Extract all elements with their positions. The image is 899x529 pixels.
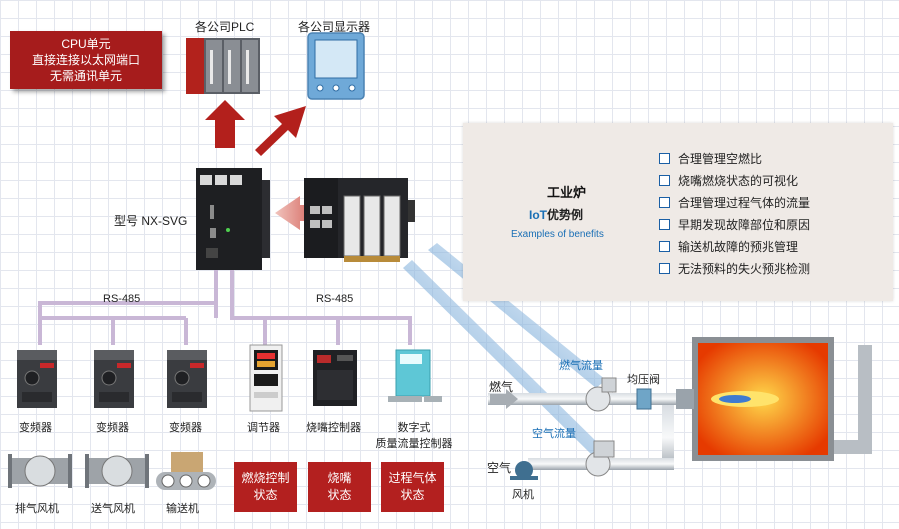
upload-arrows-icon: [205, 100, 306, 156]
iot-prefix: IoT: [529, 208, 547, 222]
device-label-line: 质量流量控制器: [375, 438, 453, 450]
blower-fan-icon: [510, 461, 538, 480]
callout-subtitle: Examples of benefits: [511, 229, 604, 240]
callout-title: 工业炉: [547, 185, 587, 200]
benefit-text: 烧嘴燃烧状态的可视化: [678, 174, 799, 188]
benefit-text: 早期发现故障部位和原因: [678, 218, 811, 232]
status-box: 过程气体状态: [381, 462, 444, 512]
conveyor-icon: [156, 452, 216, 490]
checkbox-icon: [659, 197, 670, 208]
benefit-item: 合理管理空燃比: [659, 150, 762, 167]
model-label: 型号 NX-SVG: [114, 214, 188, 228]
pressure-valve-icon: [636, 388, 652, 410]
inverter-icon: [17, 350, 57, 408]
benefits-callout: 工业炉 IoT优势例 Examples of benefits 合理管理空燃比 …: [463, 123, 893, 301]
bottom-device-label: 输送机: [166, 503, 199, 515]
air-label: 空气: [487, 461, 512, 475]
device-label: 变频器: [169, 422, 202, 434]
device-label: 数字式 质量流量控制器: [371, 419, 457, 451]
bottom-device-label: 排气风机: [15, 503, 59, 515]
plc-label: 各公司PLC: [195, 20, 255, 34]
status-line: 状态: [327, 488, 352, 502]
inverter-icon: [94, 350, 134, 408]
benefit-item: 输送机故障的预兆管理: [659, 238, 798, 255]
fuel-flow-label: 燃气流量: [559, 360, 603, 372]
status-line: 过程气体: [388, 471, 437, 485]
bottom-device-label: 送气风机: [91, 503, 135, 515]
cpu-note-box: CPU单元 直接连接以太网端口 无需通讯单元: [10, 31, 162, 89]
fan-label: 风机: [512, 489, 534, 501]
plc-rack-icon: [186, 38, 260, 94]
gateway-unit-icon: [196, 168, 270, 270]
air-flow-beam: [403, 260, 604, 457]
device-label: 变频器: [19, 422, 52, 434]
cpu-note-line: 直接连接以太网端口: [31, 53, 140, 67]
furnace-icon: [692, 337, 872, 461]
status-box: 烧嘴状态: [308, 462, 371, 512]
air-flow-label: 空气流量: [532, 428, 576, 440]
checkbox-icon: [659, 153, 670, 164]
rs485-right-label: RS-485: [316, 293, 354, 305]
burner-controller-icon: [313, 350, 357, 406]
checkbox-icon: [659, 219, 670, 230]
fuel-flow-sensor-icon: [585, 377, 617, 412]
status-line: 烧嘴: [327, 471, 352, 485]
status-box: 燃烧控制状态: [234, 462, 297, 512]
inverter-icon: [167, 350, 207, 408]
device-label-line: 数字式: [397, 422, 431, 434]
status-line: 燃烧控制: [241, 471, 290, 485]
cpu-note-line: 无需通讯单元: [49, 69, 122, 83]
supply-fan-icon: [85, 454, 149, 488]
checkbox-icon: [659, 241, 670, 252]
benefit-item: 烧嘴燃烧状态的可视化: [659, 172, 798, 189]
mass-flow-controller-icon: [388, 349, 442, 402]
status-line: 状态: [400, 488, 425, 502]
device-label: 烧嘴控制器: [306, 422, 361, 434]
checkbox-icon: [659, 263, 670, 274]
callout-iot-heading: IoT优势例: [529, 206, 583, 223]
iot-suffix: 优势例: [547, 208, 584, 222]
cpu-note-line: CPU单元: [61, 37, 111, 51]
benefit-text: 无法预料的失火预兆检测: [678, 262, 811, 276]
device-label: 变频器: [96, 422, 129, 434]
display-panel-icon: [307, 32, 365, 100]
status-line: 状态: [253, 488, 278, 502]
checkbox-icon: [659, 175, 670, 186]
exhaust-fan-icon: [8, 454, 72, 488]
temperature-controller-icon: [249, 344, 283, 412]
benefit-item: 无法预料的失火预兆检测: [659, 260, 810, 277]
display-label: 各公司显示器: [298, 20, 371, 34]
benefit-item: 合理管理过程气体的流量: [659, 194, 810, 211]
rs485-left-label: RS-485: [103, 293, 141, 305]
fuel-label: 燃气: [489, 380, 514, 394]
device-label: 调节器: [247, 422, 280, 434]
benefit-item: 早期发现故障部位和原因: [659, 216, 810, 233]
rs485-bus: [38, 270, 412, 345]
benefit-text: 合理管理空燃比: [678, 152, 763, 166]
benefit-text: 输送机故障的预兆管理: [678, 240, 799, 254]
valve-label: 均压阀: [627, 374, 660, 386]
nx-rack-icon: [304, 178, 415, 262]
air-flow-sensor-icon: [585, 440, 615, 477]
benefit-text: 合理管理过程气体的流量: [678, 196, 811, 210]
